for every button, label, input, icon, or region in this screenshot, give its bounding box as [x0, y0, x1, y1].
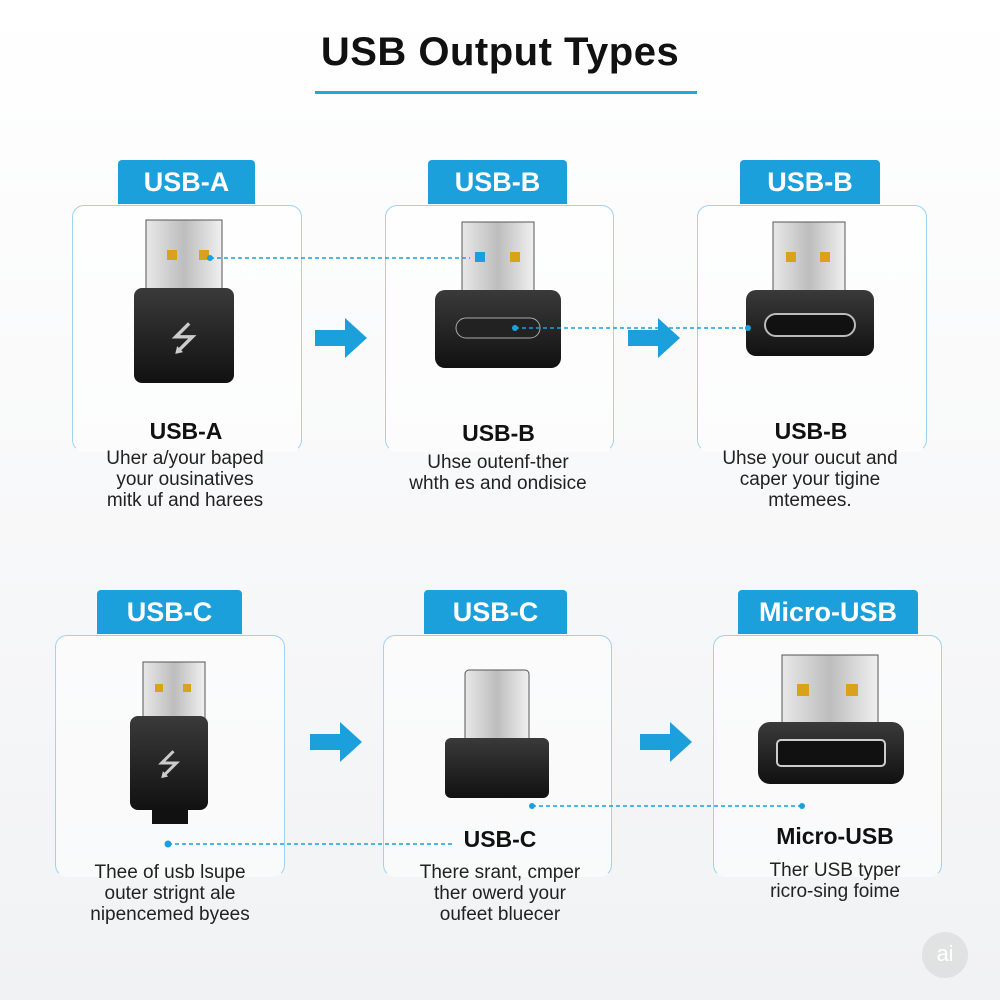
- usb-c-cable-icon: ⭍: [130, 661, 208, 824]
- title-underline: [315, 91, 697, 94]
- page-title: USB Output Types: [320, 30, 680, 74]
- card-title: Micro-USB: [776, 823, 894, 849]
- arrow-right-icon: [310, 318, 692, 762]
- dashed-connector-lines: [168, 257, 802, 845]
- badge-usb-c-1: USB-C: [97, 590, 242, 634]
- badge-micro-usb: Micro-USB: [738, 590, 918, 634]
- badge-usb-c-2: USB-C: [424, 590, 567, 634]
- badge-usb-a: USB-A: [118, 160, 255, 204]
- usb-c-connector-icon: [445, 669, 549, 798]
- card-title: USB-A: [149, 418, 223, 444]
- usb-b-connector-icon: [435, 221, 561, 368]
- card-title: USB-B: [462, 420, 535, 446]
- micro-usb-connector-icon: [758, 654, 904, 784]
- badge-usb-b-1: USB-B: [428, 160, 567, 204]
- svg-text:⭍: ⭍: [170, 320, 198, 358]
- usb-a-connector-icon: ⭍: [134, 219, 234, 383]
- usb-b-port-icon: [746, 221, 874, 356]
- badge-usb-b-2: USB-B: [740, 160, 880, 204]
- card-title: USB-B: [774, 418, 848, 444]
- svg-text:⭍: ⭍: [157, 749, 182, 782]
- watermark-badge: ai: [922, 932, 968, 978]
- card-title: USB-C: [463, 826, 537, 852]
